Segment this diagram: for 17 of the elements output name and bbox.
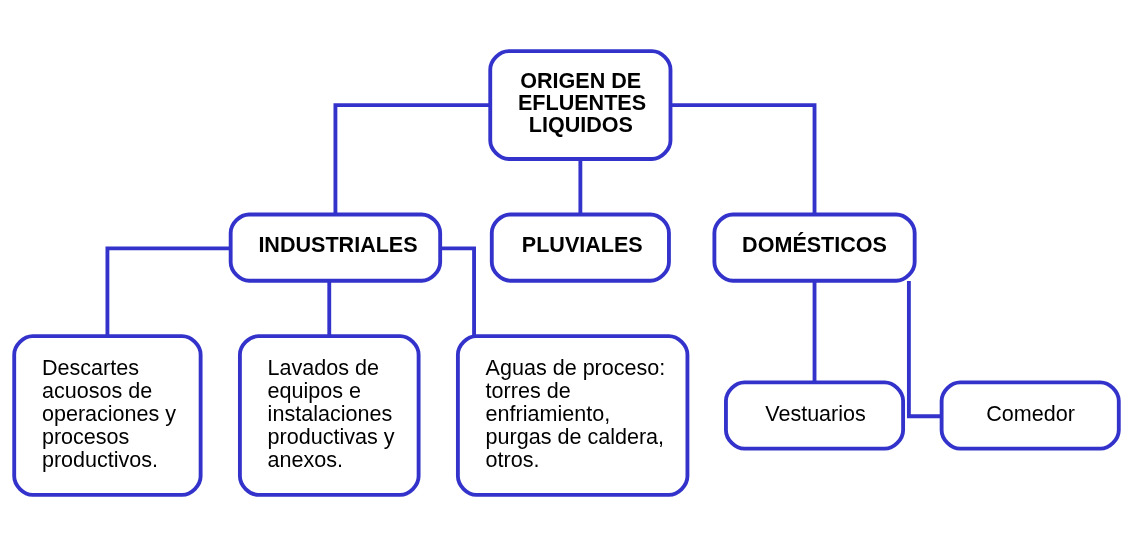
node-box: INDUSTRIALES bbox=[228, 212, 443, 283]
node-box: DOMÉSTICOS bbox=[712, 212, 917, 283]
node-box: Vestuarios bbox=[724, 380, 906, 451]
node-box: Aguas de proceso: torres de enfriamiento, purgas de caldera, otros. bbox=[455, 334, 690, 497]
connector bbox=[327, 280, 332, 336]
connector bbox=[812, 280, 817, 382]
connector bbox=[670, 103, 817, 214]
connector bbox=[333, 103, 490, 214]
node-box: Lavados de equipos e instalaciones productivas y anexos. bbox=[238, 334, 421, 497]
connector bbox=[105, 246, 231, 336]
node-box: Descartes acuosos de operaciones y procesos productivos. bbox=[12, 334, 203, 497]
connector bbox=[440, 246, 476, 336]
connector bbox=[578, 159, 583, 215]
node-box: Comedor bbox=[939, 380, 1121, 451]
node-box: ORIGEN DE EFLUENTES LIQUIDOS bbox=[488, 49, 673, 161]
node-box: PLUVIALES bbox=[489, 212, 671, 283]
connector bbox=[906, 280, 942, 419]
